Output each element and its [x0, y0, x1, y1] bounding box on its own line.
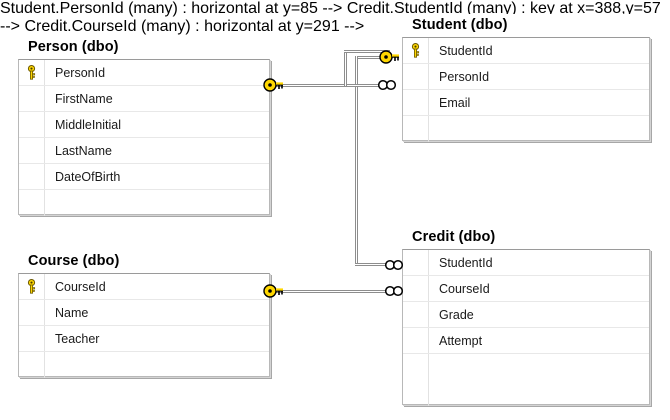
column-name: StudentId — [439, 43, 493, 58]
connector-student-credit-seg-vert[interactable] — [355, 56, 358, 265]
cardinality-many-student-credit — [383, 258, 405, 277]
entity-person-title: Person (dbo) — [18, 36, 270, 59]
entity-credit-columns: StudentId CourseId Grade Attempt — [402, 249, 650, 406]
table-row-empty[interactable] — [403, 116, 649, 142]
column-name: Email — [439, 95, 471, 110]
row-gutter — [403, 302, 429, 327]
row-gutter — [19, 138, 45, 163]
entity-student-title: Student (dbo) — [402, 14, 650, 37]
cardinality-one-person-student — [262, 77, 284, 98]
column-name: Attempt — [439, 333, 483, 348]
column-name: LastName — [55, 143, 112, 158]
row-gutter — [19, 352, 45, 378]
row-gutter — [19, 112, 45, 137]
table-row-empty[interactable] — [403, 354, 649, 380]
column-name: PersonId — [55, 65, 106, 80]
column-name: Teacher — [55, 331, 100, 346]
column-name: FirstName — [55, 91, 113, 106]
entity-credit-title: Credit (dbo) — [402, 226, 650, 249]
entity-credit[interactable]: Credit (dbo) StudentId CourseId Grade At… — [402, 226, 650, 406]
entity-person[interactable]: Person (dbo) PersonId FirstName — [18, 36, 270, 216]
table-row[interactable]: FirstName — [19, 86, 269, 112]
column-name: CourseId — [55, 279, 106, 294]
column-name: DateOfBirth — [55, 169, 121, 184]
table-row[interactable]: Email — [403, 90, 649, 116]
cardinality-one-student-credit — [378, 49, 400, 70]
row-gutter — [403, 90, 429, 115]
key-icon — [19, 60, 45, 85]
connector-person-student[interactable] — [272, 84, 390, 87]
connector-person-student-rail-top — [344, 50, 390, 53]
table-row[interactable]: Attempt — [403, 328, 649, 354]
key-icon — [19, 274, 45, 299]
cardinality-many-person-student — [376, 78, 398, 97]
table-row[interactable]: Teacher — [19, 326, 269, 352]
column-name: PersonId — [439, 69, 490, 84]
connector-person-student-stub — [344, 84, 390, 87]
row-gutter — [19, 86, 45, 111]
table-row[interactable]: MiddleInitial — [19, 112, 269, 138]
row-gutter — [19, 300, 45, 325]
row-gutter — [403, 64, 429, 89]
entity-course[interactable]: Course (dbo) CourseId Name — [18, 250, 270, 378]
entity-person-columns: PersonId FirstName MiddleInitial LastNam… — [18, 59, 270, 216]
table-row-empty[interactable] — [403, 380, 649, 406]
entity-course-columns: CourseId Name Teacher — [18, 273, 270, 378]
row-gutter — [403, 328, 429, 353]
table-row[interactable]: PersonId — [19, 60, 269, 86]
entity-course-title: Course (dbo) — [18, 250, 270, 273]
table-row[interactable]: Grade — [403, 302, 649, 328]
connector-student-credit-seg-bottom[interactable] — [355, 263, 391, 266]
row-gutter — [403, 354, 429, 380]
column-name: StudentId — [439, 255, 493, 270]
table-row[interactable]: Name — [19, 300, 269, 326]
table-row[interactable]: CourseId — [403, 276, 649, 302]
table-row[interactable]: CourseId — [19, 274, 269, 300]
table-row[interactable]: PersonId — [403, 64, 649, 90]
key-icon — [403, 38, 429, 63]
row-gutter — [403, 250, 429, 275]
table-row[interactable]: StudentId — [403, 38, 649, 64]
row-gutter — [19, 164, 45, 189]
connector-course-credit[interactable] — [272, 290, 390, 293]
table-row-empty[interactable] — [19, 352, 269, 378]
entity-student-columns: StudentId PersonId Email — [402, 37, 650, 142]
row-gutter — [403, 116, 429, 142]
cardinality-many-course-credit — [383, 284, 405, 303]
connector-student-credit-seg-top[interactable] — [355, 56, 391, 59]
entity-student[interactable]: Student (dbo) StudentId PersonId — [402, 14, 650, 142]
row-gutter — [403, 276, 429, 301]
column-name: Grade — [439, 307, 474, 322]
column-name: CourseId — [439, 281, 490, 296]
connector-person-student-rail — [344, 50, 347, 86]
row-gutter — [403, 380, 429, 406]
table-row[interactable]: StudentId — [403, 250, 649, 276]
row-gutter — [19, 190, 45, 216]
row-gutter — [19, 326, 45, 351]
cardinality-one-course-credit — [262, 283, 284, 304]
column-name: Name — [55, 305, 89, 320]
table-row[interactable]: DateOfBirth — [19, 164, 269, 190]
table-row[interactable]: LastName — [19, 138, 269, 164]
column-name: MiddleInitial — [55, 117, 122, 132]
table-row-empty[interactable] — [19, 190, 269, 216]
